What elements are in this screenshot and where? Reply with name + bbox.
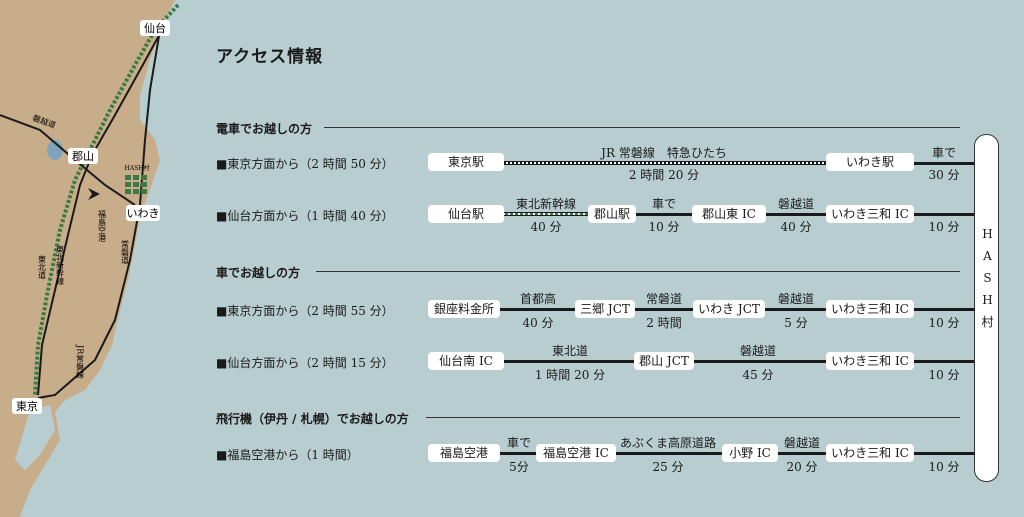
segment-duration: 40 分	[780, 220, 812, 234]
segment-duration: 40 分	[522, 316, 554, 330]
page-title: アクセス情報	[216, 47, 324, 67]
segment-duration: 45 分	[742, 368, 774, 382]
station-fukushima-airport-ic: 福島空港 IC	[536, 444, 616, 462]
segment-duration: 5分	[509, 460, 529, 474]
segment-duration: 5 分	[784, 316, 808, 330]
section-header-plane: 飛行機（伊丹 / 札幌）でお越しの方	[216, 412, 409, 426]
segment-duration: 10 分	[928, 460, 960, 474]
station-iwaki-jct: いわき JCT	[693, 300, 765, 318]
airplane-icon	[88, 188, 100, 200]
route-track	[632, 213, 974, 216]
segment-mode: 磐越道	[783, 436, 821, 450]
route-label-train-tokyo: ■東京方面から（2 時間 50 分）	[216, 157, 394, 171]
section-divider	[316, 271, 960, 272]
station-sendai-minami-ic: 仙台南 IC	[428, 352, 504, 370]
map-label-joban-road: 常磐道	[121, 240, 130, 265]
route-track	[912, 162, 974, 165]
segment-duration: 10 分	[928, 316, 960, 330]
station-iwaki-miwa-ic: いわき三和 IC	[826, 205, 914, 223]
land-shape	[0, 0, 175, 517]
map-label-tohoku-road: 東北道	[38, 254, 47, 280]
segment-duration: 2 時間	[646, 316, 682, 330]
segment-duration: 10 分	[648, 220, 680, 234]
section-divider	[324, 127, 960, 128]
segment-duration: 2 時間 20 分	[628, 168, 700, 182]
route-label-car-sendai: ■仙台方面から（2 時間 15 分）	[216, 356, 394, 370]
route-track-shinkansen	[500, 212, 592, 216]
section-divider	[426, 417, 960, 418]
section-header-car: 車でお越しの方	[216, 266, 301, 280]
station-fukushima-airport: 福島空港	[428, 444, 500, 462]
segment-mode: 東北道	[551, 344, 589, 358]
segment-mode: 常磐道	[645, 292, 683, 306]
segment-duration: 30 分	[928, 168, 960, 182]
segment-mode: 磐越道	[777, 197, 815, 211]
station-sendai-station: 仙台駅	[428, 205, 504, 223]
segment-mode: あぶくま高原道路	[619, 436, 717, 450]
segment-mode: 東北新幹線	[515, 197, 577, 211]
access-map: 仙台 郡山 いわき 東京 HASH村 福島空港 磐越道 東北道 東北新幹線 常磐…	[0, 0, 200, 517]
segment-duration: 10 分	[928, 220, 960, 234]
station-koriyama-jct: 郡山 JCT	[634, 352, 694, 370]
segment-duration: 10 分	[928, 368, 960, 382]
station-koriyama-higashi-ic: 郡山東 IC	[692, 205, 766, 223]
segment-mode: 磐越道	[739, 344, 777, 358]
route-label-car-tokyo: ■東京方面から（2 時間 55 分）	[216, 304, 394, 318]
joban-expressway-line	[37, 29, 161, 399]
segment-duration: 1 時間 20 分	[534, 368, 606, 382]
route-track	[496, 360, 974, 363]
tokyo-bay-shape	[15, 405, 55, 470]
station-iwaki-miwa-ic: いわき三和 IC	[826, 444, 914, 462]
segment-mode: JR 常磐線 特急ひたち	[601, 146, 727, 160]
segment-duration: 25 分	[652, 460, 684, 474]
segment-mode: 車で	[931, 146, 957, 160]
station-iwaki-station: いわき駅	[826, 153, 914, 171]
map-label-iwaki: いわき	[127, 207, 160, 220]
map-label-fukushima-airport: 福島空港	[98, 210, 107, 243]
hash-village-marker-icon	[125, 175, 147, 194]
segment-duration: 20 分	[786, 460, 818, 474]
segment-mode: 首都高	[519, 292, 557, 306]
segment-duration: 40 分	[530, 220, 562, 234]
station-misato-jct: 三郷 JCT	[575, 300, 635, 318]
station-ono-ic: 小野 IC	[722, 444, 778, 462]
segment-mode: 車で	[506, 436, 532, 450]
route-label-plane-fukushima: ■福島空港から（1 時間）	[216, 448, 359, 462]
map-label-tohoku-shinkansen: 東北新幹線	[56, 244, 65, 285]
station-iwaki-miwa-ic: いわき三和 IC	[826, 352, 914, 370]
tohoku-expressway-line	[37, 29, 163, 396]
station-koriyama-station: 郡山駅	[588, 205, 636, 223]
station-ginza-tollgate: 銀座料金所	[428, 300, 500, 318]
route-label-train-sendai: ■仙台方面から（1 時間 40 分）	[216, 209, 394, 223]
station-iwaki-miwa-ic: いわき三和 IC	[826, 300, 914, 318]
map-label-tokyo: 東京	[16, 399, 38, 413]
segment-mode: 車で	[651, 197, 677, 211]
station-tokyo-station: 東京駅	[428, 153, 504, 171]
map-label-sendai: 仙台	[144, 21, 166, 35]
route-track-jr-joban	[500, 161, 830, 165]
segment-mode: 磐越道	[777, 292, 815, 306]
map-label-koriyama: 郡山	[72, 150, 94, 163]
section-header-train: 電車でお越しの方	[216, 122, 313, 136]
map-label-hash-village: HASH村	[125, 164, 150, 172]
map-label-jr-joban-line: JR常磐線	[76, 344, 85, 378]
